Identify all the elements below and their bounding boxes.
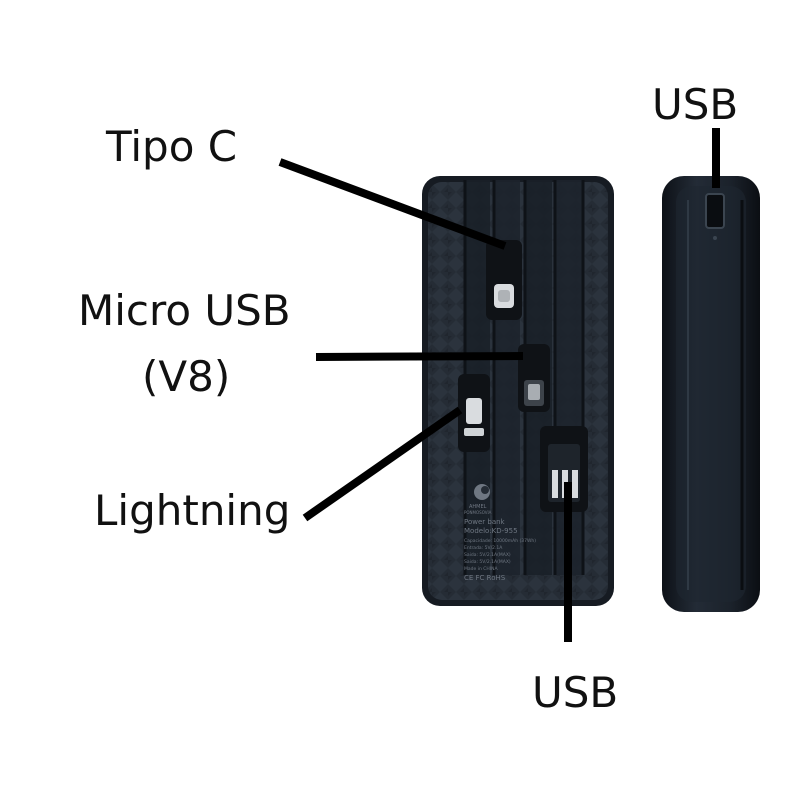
device-brand-sub: PONMOSOVIA	[464, 510, 492, 515]
label-lightning: Lightning	[94, 486, 291, 535]
device-product: Power bank	[464, 518, 506, 526]
device-certifications: CE FC RoHS	[464, 574, 506, 582]
side-indicator-led	[713, 236, 717, 240]
device-input: Entrada: 5V/2.1A	[464, 545, 503, 551]
pointer-line-tipo-c	[278, 158, 507, 250]
lightning-connector	[458, 374, 490, 452]
device-capacity: Capacidade: 10000mAh (37Wh)	[464, 538, 536, 544]
side-usb-port	[705, 193, 725, 229]
device-output-2: Saida: 5V/2.1A(MAX)	[464, 559, 511, 565]
pointer-line-micro-usb	[315, 352, 524, 361]
label-micro-usb: Micro USB	[78, 286, 291, 335]
micro-usb-connector	[518, 344, 550, 412]
pointer-line-lightning	[302, 406, 463, 522]
label-tipo-c: Tipo C	[106, 122, 238, 171]
pointer-lines	[278, 128, 720, 642]
device-printed-text: AHMEL PONMOSOVIA Power bank Modelo:KD-95…	[464, 504, 536, 582]
cable-channels	[463, 180, 585, 575]
label-usb-bottom: USB	[532, 668, 619, 717]
usb-a-connector	[540, 426, 588, 512]
label-usb-side: USB	[652, 80, 739, 129]
device-output: Saida: 5V/2.1A(MAX)	[464, 552, 511, 558]
power-bank-side	[662, 176, 760, 612]
brand-logo	[474, 484, 490, 500]
device-brand: AHMEL	[469, 504, 487, 510]
power-bank-front: AHMEL PONMOSOVIA Power bank Modelo:KD-95…	[422, 176, 614, 606]
device-made-in: Made in CHINA	[464, 566, 498, 572]
device-model: Modelo:KD-955	[464, 527, 518, 535]
label-micro-usb-v8: (V8)	[142, 352, 231, 401]
type-c-connector	[486, 240, 522, 320]
